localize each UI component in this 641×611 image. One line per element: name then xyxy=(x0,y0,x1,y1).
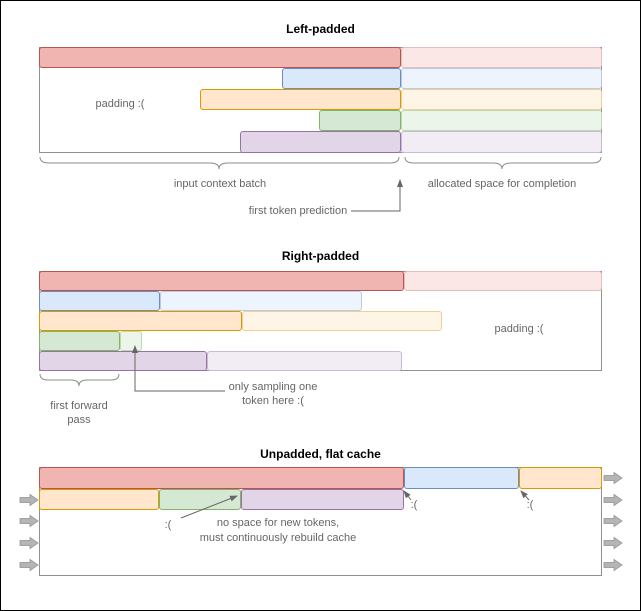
bar-green xyxy=(39,331,120,351)
bar-purple-light xyxy=(401,131,602,153)
bar-green xyxy=(319,110,401,131)
sad-face-3: :( xyxy=(526,499,534,511)
bar-red xyxy=(39,47,401,68)
bar-red-light xyxy=(401,47,602,68)
bar-green-light xyxy=(401,110,602,131)
input-context-brace-label: input context batch xyxy=(173,178,267,190)
bar-orange-light xyxy=(242,311,442,331)
bar-blue xyxy=(39,291,160,311)
sad-face-1: :( xyxy=(164,519,172,531)
no-space-note: no space for new tokens, must continuous… xyxy=(173,516,383,546)
right-padded-title: Right-padded xyxy=(281,249,360,263)
right-padding-label: padding :( xyxy=(494,323,544,335)
first-token-prediction-label: first token prediction xyxy=(248,205,348,217)
bar-orange xyxy=(519,467,602,489)
bar-blue-light xyxy=(401,68,602,89)
bar-purple xyxy=(241,489,404,510)
first-forward-pass-label: first forward pass xyxy=(50,400,108,426)
bar-purple-light xyxy=(207,351,402,371)
only-sampling-label: only sampling one token here :( xyxy=(228,381,318,407)
bar-purple xyxy=(240,131,401,153)
bar-red xyxy=(39,467,404,489)
bar-orange xyxy=(39,489,159,510)
bar-orange xyxy=(39,311,242,331)
left-padded-title: Left-padded xyxy=(286,22,355,36)
bar-blue-light xyxy=(160,291,362,311)
left-padding-label: padding :( xyxy=(95,98,145,110)
bar-orange-light xyxy=(401,89,602,110)
bar-orange xyxy=(200,89,401,110)
bar-blue xyxy=(282,68,401,89)
bar-blue xyxy=(404,467,519,489)
no-space-note-line2: must continuously rebuild cache xyxy=(199,532,357,544)
bar-green-light xyxy=(120,331,142,351)
bar-red-light xyxy=(404,271,602,291)
flat-cache-title: Unpadded, flat cache xyxy=(260,447,381,461)
no-space-note-line1: no space for new tokens, xyxy=(216,517,340,529)
sad-face-2: :( xyxy=(410,499,418,511)
bar-purple xyxy=(39,351,207,371)
bar-red xyxy=(39,271,404,291)
bar-green xyxy=(159,489,241,510)
allocated-space-brace-label: allocated space for completion xyxy=(427,178,577,190)
